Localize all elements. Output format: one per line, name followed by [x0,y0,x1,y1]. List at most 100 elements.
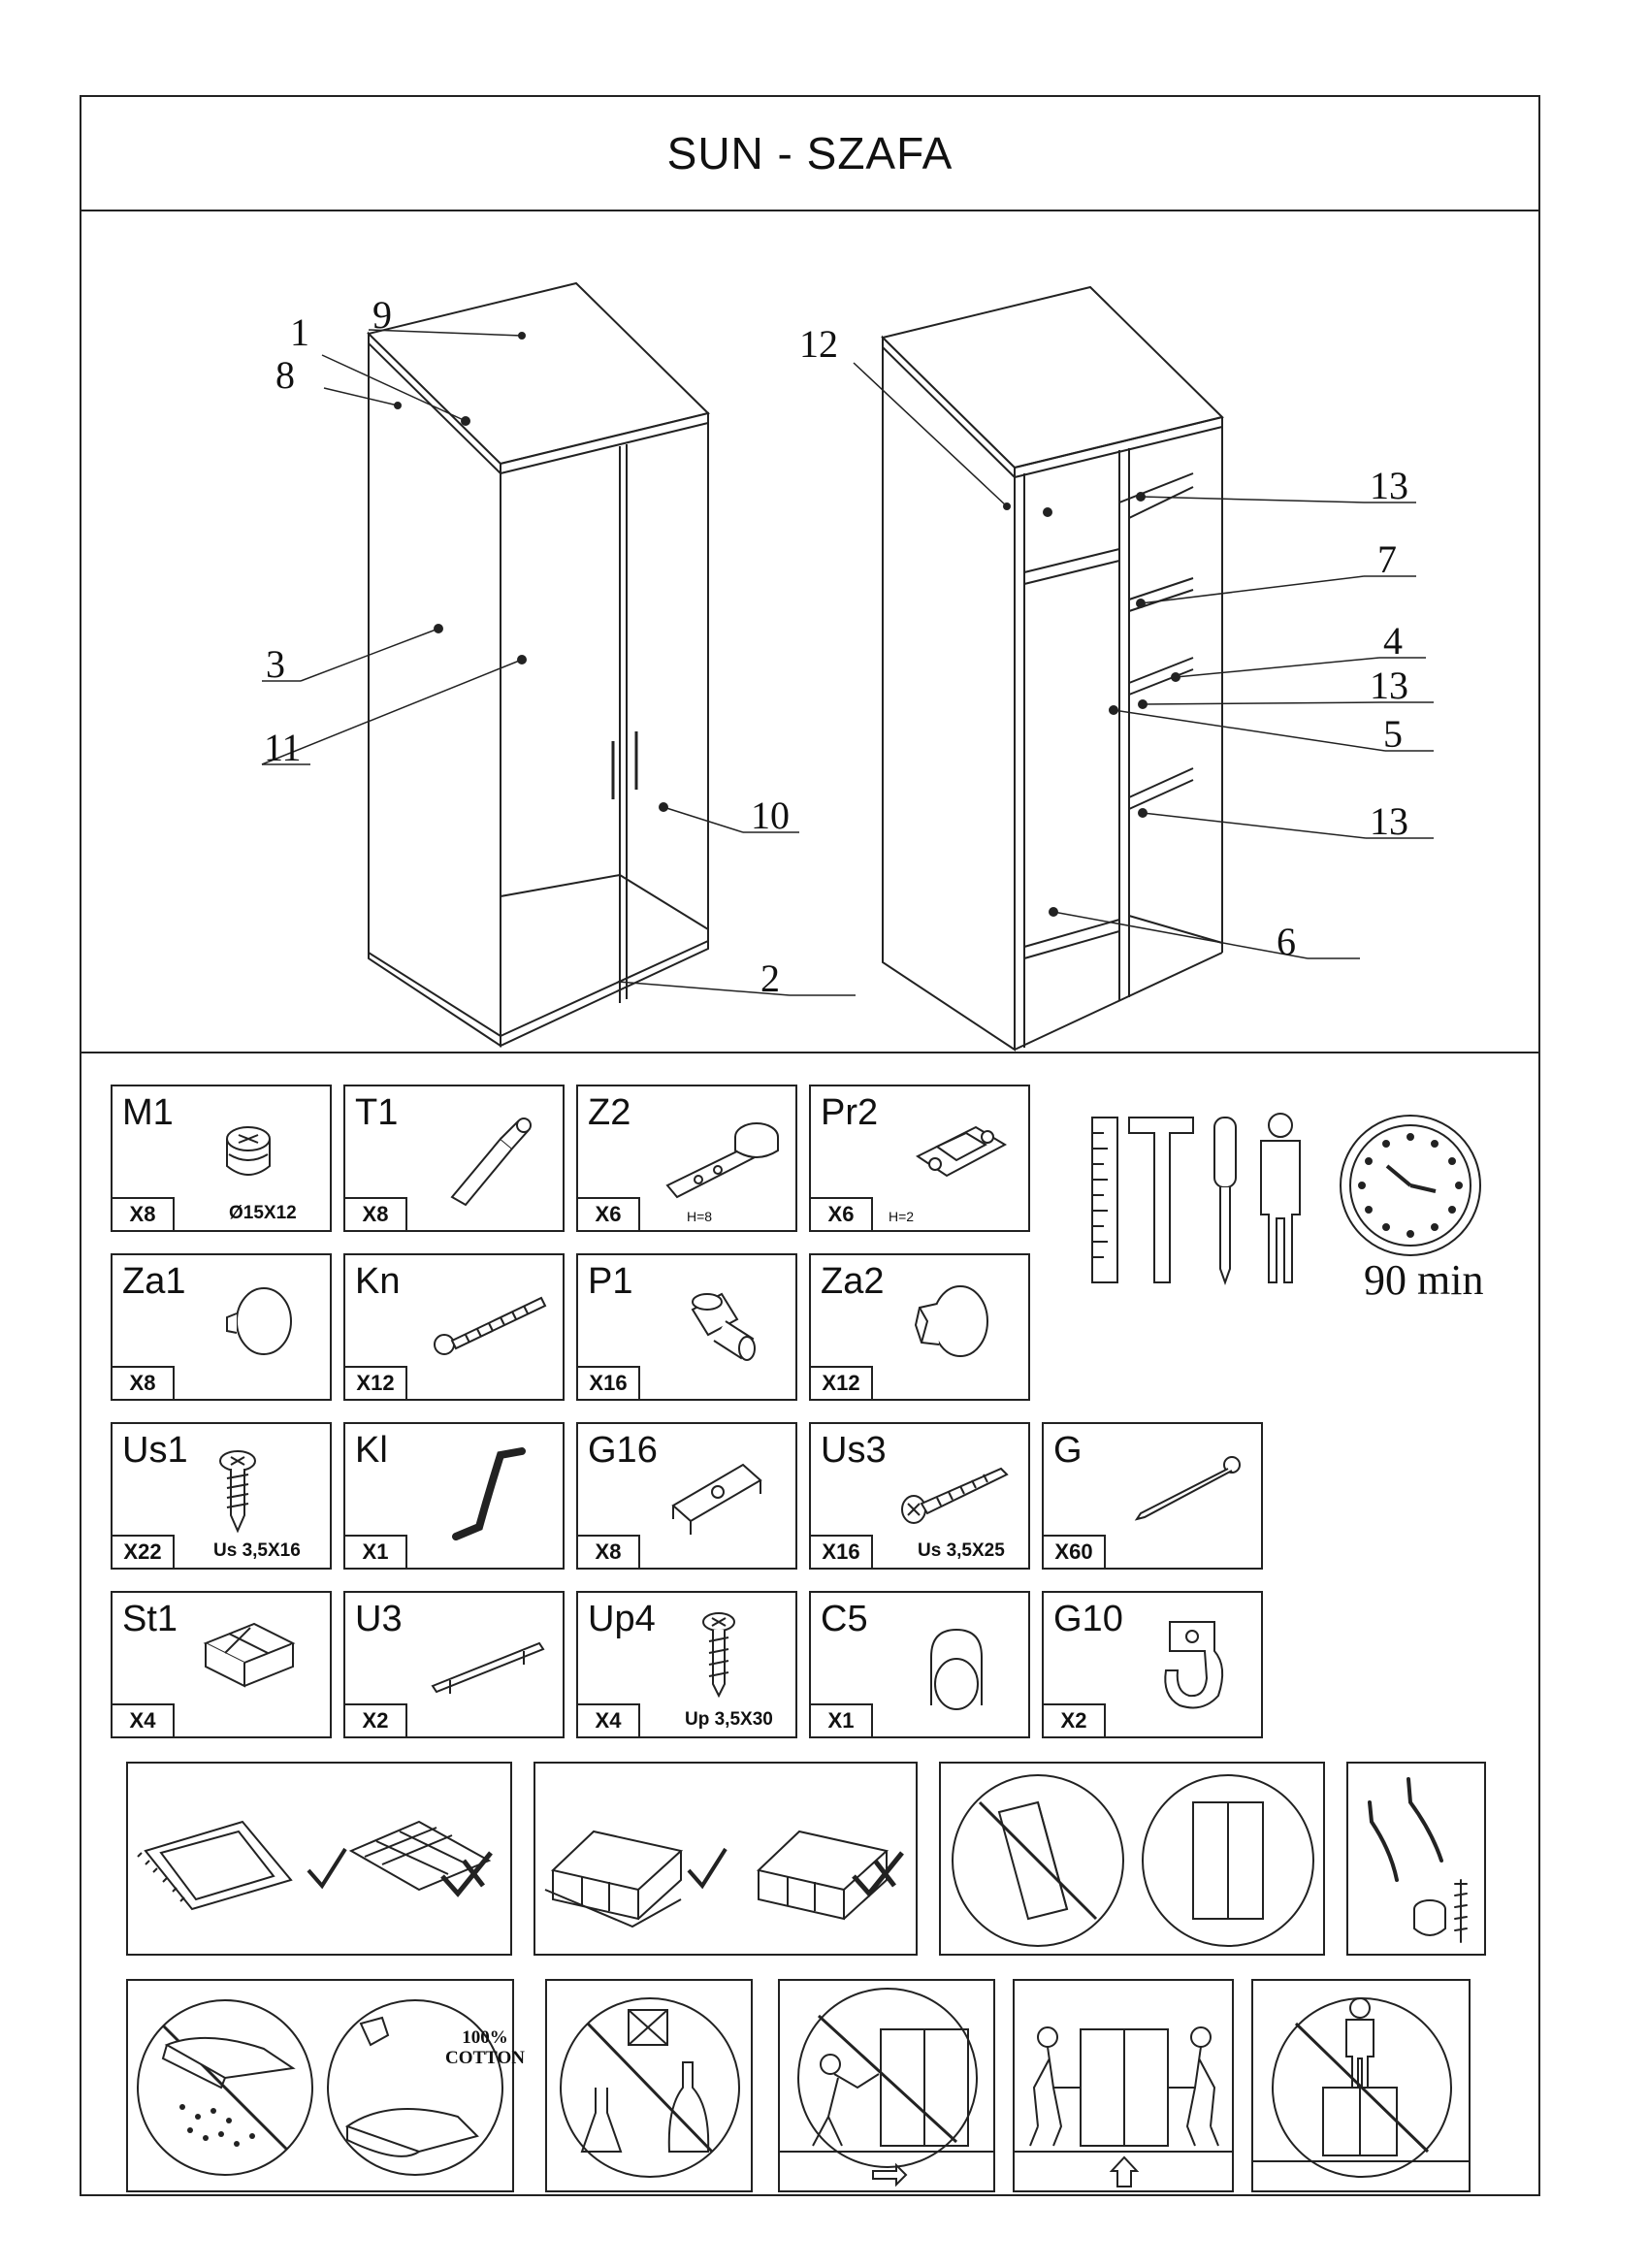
cam-lock-icon [226,1126,271,1176]
hardware-qty: X4 [578,1703,640,1736]
hardware-qty: X12 [345,1366,407,1399]
bottle-icon [667,2061,710,2153]
cross-check-icon [440,1851,493,1897]
hardware-dimension: H=2 [889,1209,915,1224]
part-number-2: 2 [760,956,780,1000]
hardware-code: T1 [355,1092,399,1133]
part-number-10: 10 [751,794,790,837]
wardrobe-closed-drawing [367,281,710,1048]
instruction-sheet: SUN - SZAFA [80,95,1540,2196]
hardware-g16: G16 X8 [576,1422,797,1570]
hinge-icon [665,1122,779,1199]
hardware-qty: X1 [811,1703,873,1736]
left-leader-lines [261,329,856,996]
person-lifting-left-icon [1029,2026,1081,2147]
cam-bolt-icon [450,1118,532,1207]
cross-check-icon [852,1851,904,1897]
cam-cover-cap-icon [226,1287,292,1355]
hardware-dimension: Us 3,5X25 [918,1540,1005,1561]
shelf-on-floor-icon [756,1830,889,1921]
hardware-code: Up4 [588,1599,656,1639]
hardware-qty: X16 [811,1535,873,1568]
hardware-code: G [1053,1430,1083,1471]
hardware-qty: X8 [113,1197,175,1230]
part-number-1: 1 [290,310,309,354]
screwdriver-icon [1213,1117,1237,1285]
cleaning-icons [137,1999,503,2176]
hardware-m1: M1 X8 Ø15X12 [111,1085,332,1232]
allen-key-icon [1368,1800,1399,1882]
person-standing-icon [1345,1997,1374,2089]
hardware-qty: X22 [113,1535,175,1568]
long-screw-icon [901,1467,1009,1524]
hardware-g10: G10 X2 [1042,1591,1263,1738]
person-lifting-right-icon [1168,2026,1219,2147]
door-handle-icon [431,1641,545,1694]
hardware-qty: X6 [811,1197,873,1230]
part-number-4: 4 [1383,619,1403,663]
arrow-up-icon [1109,2155,1140,2187]
title-band: SUN - SZAFA [81,97,1538,211]
leather-icon [359,2016,390,2047]
tools-required [1091,1113,1481,1285]
hanger-rail-bracket-icon [1164,1621,1224,1709]
do-not-stand-icons [1253,1997,1471,2178]
ruler-icon [1091,1117,1118,1283]
no-chemicals-icons [560,1997,740,2178]
hardware-kl: Kl X1 [343,1422,565,1570]
hardware-dimension: Ø15X12 [229,1203,297,1223]
hardware-code: Kl [355,1430,388,1471]
hardware-qty: X8 [578,1535,640,1568]
hardware-st1: St1 X4 [111,1591,332,1738]
hardware-code: P1 [588,1261,633,1302]
shelf-on-rug-icon [544,1830,684,1928]
wardrobe-open-drawing [881,285,1224,1052]
hardware-code: G10 [1053,1599,1123,1639]
part-number-5: 5 [1383,712,1403,756]
flask-icon [580,2088,623,2153]
wood-screw-icon [219,1450,256,1534]
hardware-qty: X6 [578,1197,640,1230]
panel-do-not-lift-by-door [939,1762,1325,1956]
part-number-7: 7 [1377,537,1397,581]
hardware-code: Kn [355,1261,401,1302]
panel-use-allen-key [1346,1762,1486,1956]
part-number-6: 6 [1277,920,1296,963]
hardware-u3: U3 X2 [343,1591,565,1738]
confirmat-screw-icon [434,1296,547,1355]
mounting-plate-icon [916,1125,1008,1178]
check-icon [687,1847,728,1890]
handle-screw-icon [702,1612,735,1698]
hardware-qty: X60 [1044,1535,1106,1568]
hardware-qty: X12 [811,1366,873,1399]
hardware-code: Z2 [588,1092,631,1133]
hardware-qty: X8 [113,1366,175,1399]
part-number-3: 3 [266,642,285,686]
do-not-push-icons [780,1988,995,2187]
nail-icon [1134,1456,1241,1521]
hardware-qty: X8 [345,1197,407,1230]
hard-floor-icon [348,1820,492,1892]
panel-two-person-lift [1013,1979,1234,2192]
hardware-code: G16 [588,1430,658,1471]
soft-surface-icons [137,1820,493,1911]
hardware-code: M1 [122,1092,174,1133]
furniture-foot-icon [203,1622,296,1688]
hardware-code: St1 [122,1599,178,1639]
allen-key-usage-icons [1368,1777,1468,1943]
prohibited-tilted-wardrobe-icon [952,1774,1124,1947]
hardware-code: U3 [355,1599,403,1639]
cotton-label: 100% COTTON [444,2027,525,2068]
hardware-za2: Za2 X12 [809,1253,1030,1401]
hardware-dimension: Us 3,5X16 [213,1540,301,1561]
check-icon [307,1847,347,1890]
part-number-12: 12 [799,322,838,366]
hardware-dimension: H=8 [687,1209,713,1224]
part-number-13-bottom: 13 [1370,799,1408,843]
hazard-box-icon [628,2009,668,2046]
hardware-qty: X2 [1044,1703,1106,1736]
right-leader-lines [853,362,1434,959]
hardware-t1: T1 X8 [343,1085,565,1232]
hardware-pr2: Pr2 X6 H=2 [809,1085,1030,1232]
shelf-support-icon [691,1292,756,1361]
